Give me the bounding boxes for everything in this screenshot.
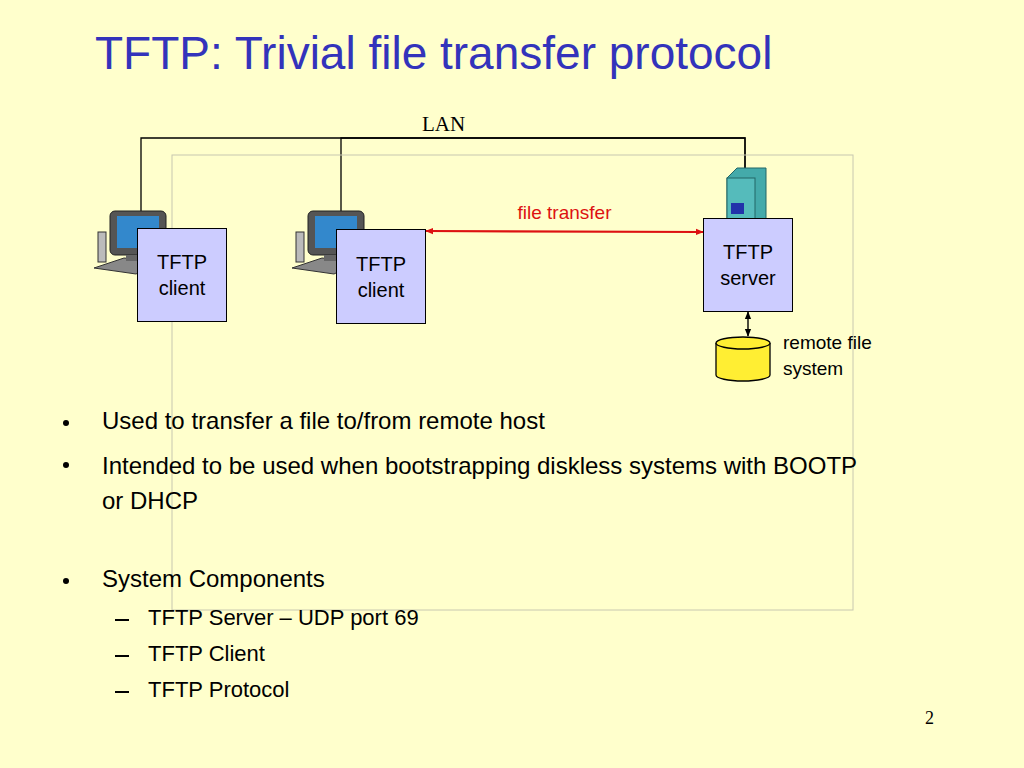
node-text: remote file system xyxy=(783,330,913,381)
frame-outline xyxy=(172,155,853,610)
cylinder-shape xyxy=(715,336,771,382)
lan-wire xyxy=(341,138,745,229)
sub-bullet-text: TFTP Client xyxy=(148,641,265,667)
process-box: TFTP client xyxy=(137,228,227,322)
bullet-dot xyxy=(63,578,69,584)
server-icon xyxy=(727,168,766,222)
sub-bullet-text: TFTP Protocol xyxy=(148,677,289,703)
node-text: TFTP client xyxy=(138,249,226,301)
bullet-dash xyxy=(115,691,129,693)
process-box: TFTP server xyxy=(703,218,793,312)
storage-cylinder: remote file system xyxy=(715,336,771,382)
bullet-text: Intended to be used when bootstrapping d… xyxy=(102,449,862,519)
bullet-text: Used to transfer a file to/from remote h… xyxy=(102,407,962,435)
page-number: 2 xyxy=(925,708,934,729)
edge-label: file transfer xyxy=(518,202,612,224)
node-text: TFTP client xyxy=(337,251,425,303)
lan-wire xyxy=(141,138,745,228)
node-text: TFTP server xyxy=(704,239,792,291)
bullet-dot xyxy=(63,420,69,426)
bullet-dash xyxy=(115,655,129,657)
process-box: TFTP client xyxy=(336,229,426,324)
bullet-dash xyxy=(115,619,129,621)
network-label: LAN xyxy=(422,112,465,137)
sub-bullet-text: TFTP Server – UDP port 69 xyxy=(148,605,419,631)
transfer-arrow xyxy=(747,312,748,336)
transfer-arrow xyxy=(426,231,703,232)
title: TFTP: Trivial file transfer protocol xyxy=(95,26,772,80)
bullet-text: System Components xyxy=(102,565,325,593)
bullet-dot xyxy=(63,462,69,468)
